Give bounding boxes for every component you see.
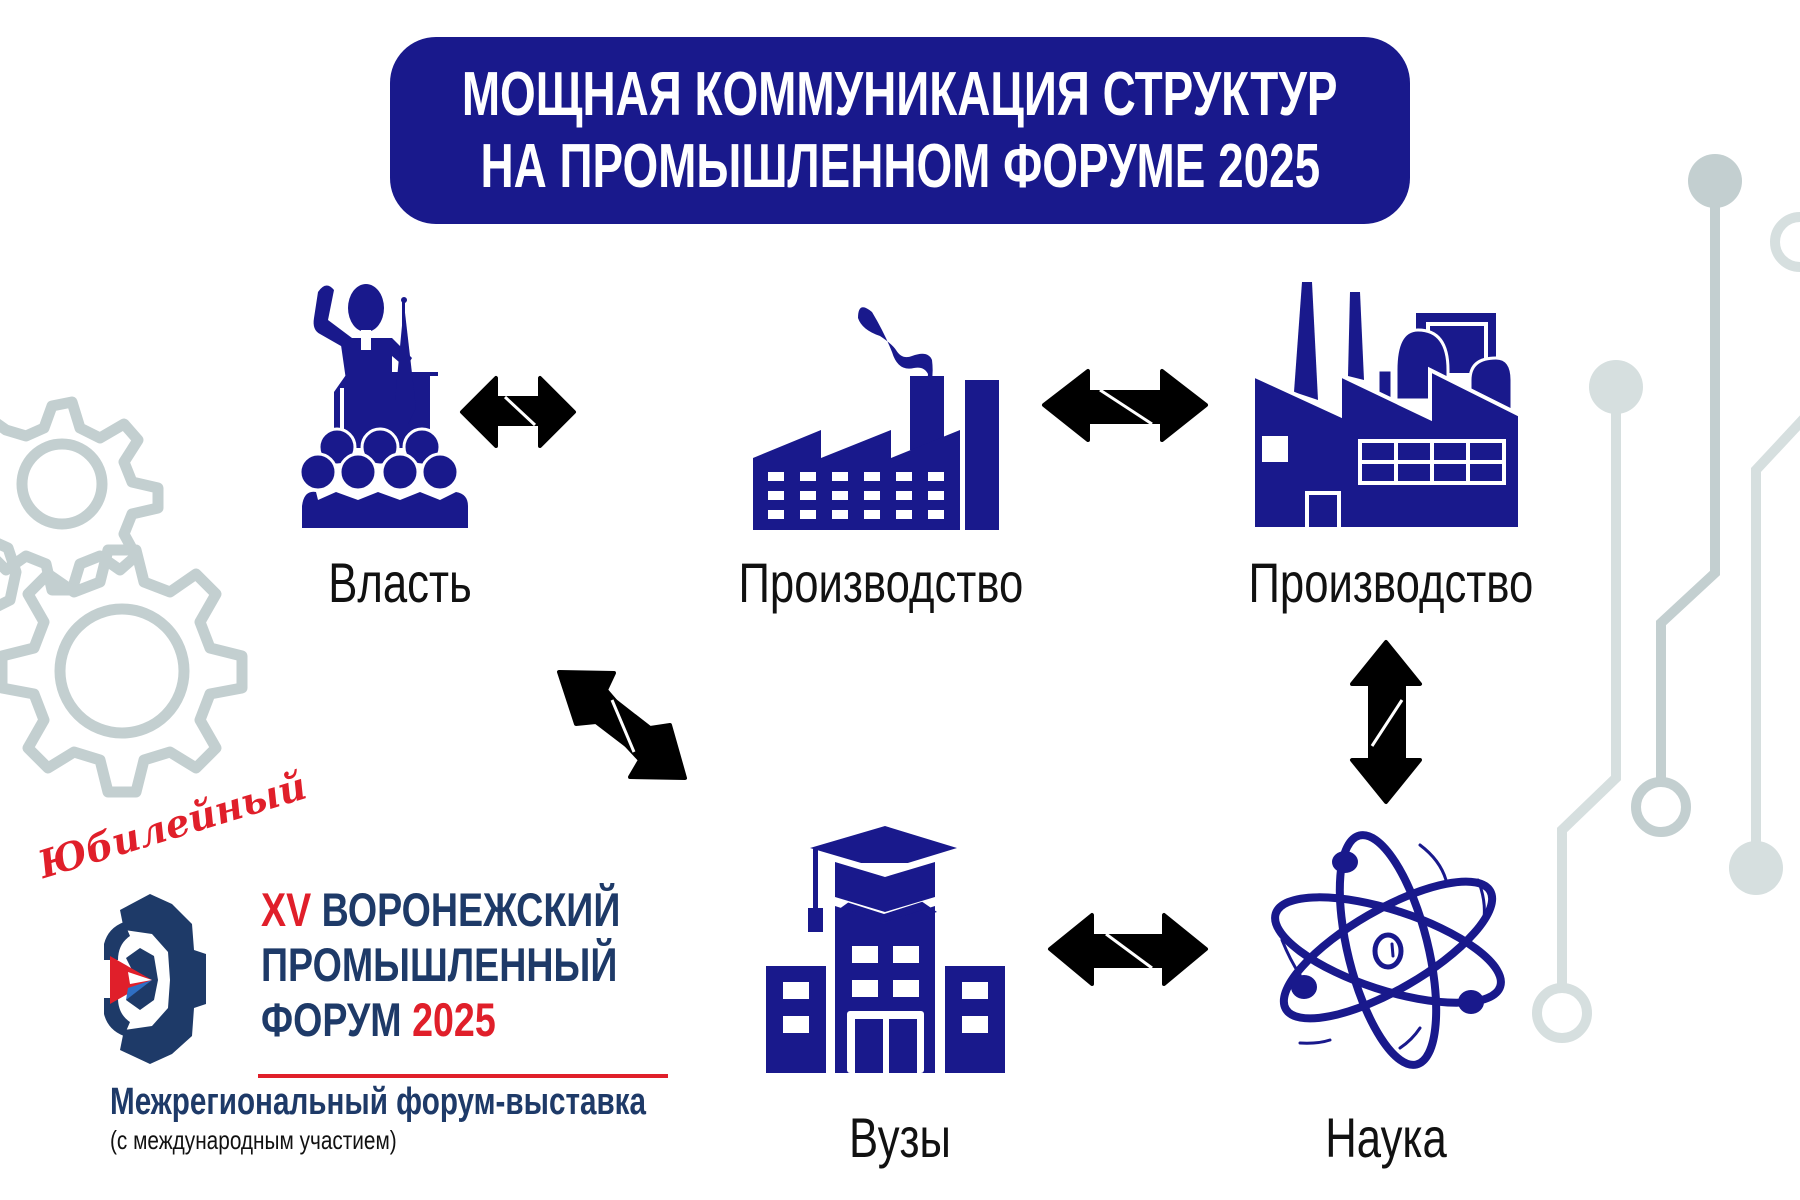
logo-line-2: ПРОМЫШЛЕННЫЙ xyxy=(261,938,618,991)
gear-icon xyxy=(0,538,22,612)
logo-forum-word: ФОРУМ xyxy=(261,993,402,1046)
logo-roman-numeral: XV xyxy=(261,883,312,936)
logo-line-3: ФОРУМ 2025 xyxy=(261,996,496,1043)
node-label-proizvodstvo-1: Производство xyxy=(738,551,1024,614)
circuit-line-right xyxy=(1729,212,1800,895)
industrial-plant-icon xyxy=(1251,282,1522,533)
circuit-line-middle xyxy=(1631,154,1742,837)
title-banner: МОЩНАЯ КОММУНИКАЦИЯ СТРУКТУР НА ПРОМЫШЛЕ… xyxy=(390,37,1410,224)
logo-city: ВОРОНЕЖСКИЙ xyxy=(321,883,621,936)
logo-line-1: XV ВОРОНЕЖСКИЙ xyxy=(261,886,620,933)
bidirectional-arrow-icon xyxy=(460,376,576,448)
circuit-line-left xyxy=(1532,360,1643,1043)
atom-electron-icon xyxy=(1291,851,1484,1014)
factory-smoke-icon xyxy=(753,307,999,530)
forum-logo-gear-icon xyxy=(104,894,206,1064)
logo-year: 2025 xyxy=(412,993,496,1046)
university-building-graduation-cap-icon xyxy=(766,826,1005,1073)
gear-icon xyxy=(0,544,248,798)
title-line-2: НА ПРОМЫШЛЕННОМ ФОРУМЕ 2025 xyxy=(480,131,1320,201)
atom-icon xyxy=(1271,831,1505,1069)
node-label-proizvodstvo-2: Производство xyxy=(1248,551,1534,614)
bidirectional-arrow-icon xyxy=(1042,369,1208,442)
politician-podium-crowd-icon xyxy=(298,284,468,528)
gear-icon xyxy=(0,396,164,596)
bidirectional-arrow-icon xyxy=(557,670,687,780)
node-label-nauka: Наука xyxy=(1325,1106,1447,1169)
node-label-vuzy: Вузы xyxy=(849,1106,951,1169)
bidirectional-arrow-icon xyxy=(1350,640,1422,804)
title-line-1: МОЩНАЯ КОММУНИКАЦИЯ СТРУКТУР xyxy=(462,59,1338,129)
bidirectional-arrow-icon xyxy=(1048,913,1208,986)
logo-note: (с международным участием) xyxy=(110,1125,397,1155)
logo-subtitle: Межрегиональный форум-выставка xyxy=(110,1081,646,1123)
logo-divider xyxy=(258,1074,668,1078)
node-label-vlast: Власть xyxy=(328,551,472,614)
